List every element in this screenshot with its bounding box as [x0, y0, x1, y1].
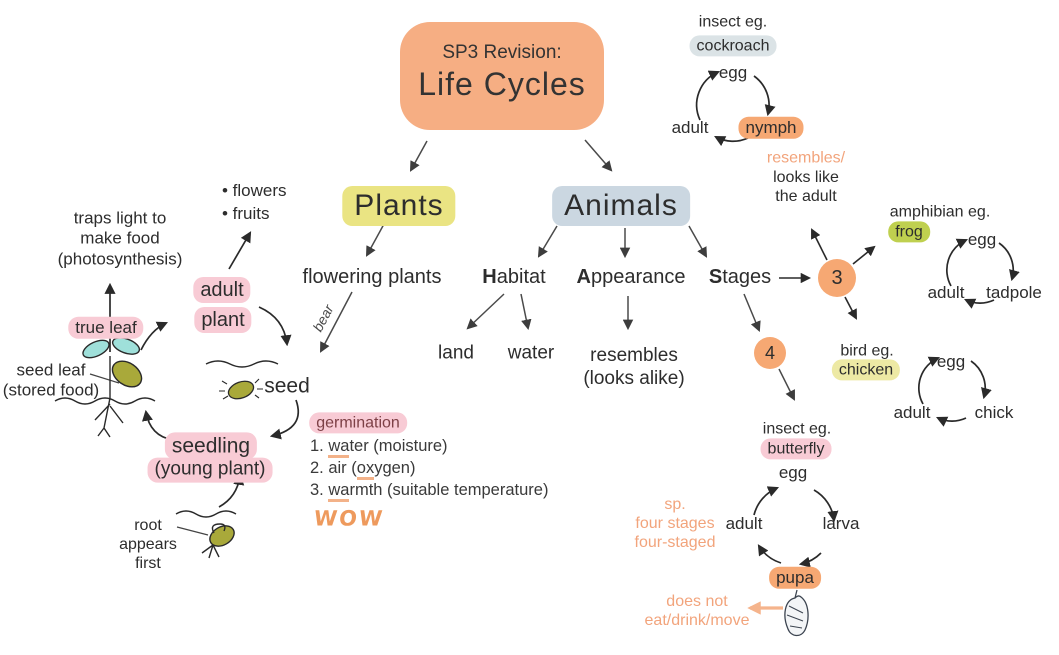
cockroach-nymph-label: nymph — [738, 116, 804, 140]
cockroach-caption: insect eg. — [698, 13, 768, 31]
nymph-note: looks like the adult — [773, 168, 839, 205]
nymph-note-highlight: resembles/ — [766, 149, 846, 167]
stages-initial: S — [708, 266, 723, 288]
title-box: SP3 Revision: Life Cycles — [400, 22, 604, 130]
chrysalis-drawing — [784, 589, 809, 637]
butterfly-pupa-label: pupa — [769, 566, 821, 590]
chicken-cycle-arrows — [918, 356, 992, 427]
frog-egg-label: egg — [967, 229, 997, 249]
flowers-fruits-bullets: • flowers • fruits — [222, 181, 287, 223]
habitat-rest: abitat — [496, 266, 546, 288]
frog-tadpole-label: tadpole — [986, 282, 1042, 302]
butterfly-egg-label: egg — [778, 462, 808, 482]
young-plant-label: (young plant) — [147, 457, 273, 483]
pupa-note: does not eat/drink/move — [644, 592, 750, 629]
germination-item-2-rest: ygen) — [374, 459, 416, 477]
stage-count-4-node: 4 — [754, 337, 786, 369]
germination-item-1-pre: 1. — [310, 437, 329, 455]
appearance-label: Appearance — [577, 265, 686, 289]
true-leaf-label: true leaf — [68, 316, 144, 340]
adult-plant-label-line2: plant — [194, 307, 252, 333]
resembles-label: resembles (looks alike) — [583, 345, 685, 389]
soil-lines — [54, 360, 279, 518]
butterfly-cycle-arrows — [753, 486, 839, 568]
chicken-caption: bird eg. — [840, 342, 894, 360]
germination-item-2-underlined: ox — [356, 459, 375, 480]
wow-annotation: WOW — [312, 506, 386, 531]
germination-item-3: 3. warmth (suitable temperature) — [310, 481, 549, 502]
seed-leaf-label: seed leaf (stored food) — [2, 360, 100, 400]
stages-rest: tages — [722, 266, 772, 288]
cockroach-species: cockroach — [689, 35, 777, 57]
frog-species: frog — [888, 221, 930, 243]
cockroach-egg-label: egg — [718, 62, 748, 82]
chicken-species: chicken — [831, 359, 901, 381]
germination-item-1: 1. water (moisture) — [310, 437, 448, 458]
seedling-label: seedling — [164, 432, 258, 460]
frog-adult-label: adult — [927, 282, 965, 302]
habitat-initial: H — [482, 266, 497, 288]
germination-item-3-rest: rmth (suitable temperature) — [349, 481, 549, 499]
germination-item-3-pre: 3. — [310, 481, 329, 499]
water-label: water — [507, 342, 555, 364]
stages-arrows — [779, 228, 876, 320]
germination-item-3-underlined: wa — [328, 481, 350, 502]
land-label: land — [438, 342, 474, 364]
chicken-chick-label: chick — [974, 402, 1014, 422]
four-stages-note: sp. four stages four-staged — [634, 496, 716, 552]
branch-arrows — [320, 139, 795, 401]
appearance-initial: A — [576, 266, 591, 288]
root-first-note: root appears first — [119, 517, 177, 573]
sprout-drawing — [201, 523, 235, 559]
stage-count-3-node: 3 — [818, 259, 856, 297]
butterfly-caption: insect eg. — [762, 420, 832, 438]
butterfly-species: butterfly — [760, 438, 832, 460]
germination-item-2-pre: 2. air ( — [310, 459, 357, 477]
seed-drawing — [219, 378, 263, 400]
seed-label: seed — [264, 374, 310, 398]
butterfly-larva-label: larva — [822, 513, 860, 533]
germination-title: germination — [309, 412, 407, 434]
flowering-plants-label: flowering plants — [302, 266, 442, 288]
cockroach-adult-label: adult — [671, 117, 709, 137]
seedling-drawing — [82, 337, 143, 438]
germination-item-1-underlined: wa — [328, 437, 350, 458]
frog-cycle-arrows — [946, 238, 1020, 309]
cockroach-cycle-arrows — [695, 70, 776, 147]
habitat-label: Habitat — [482, 265, 545, 289]
title-heading: Life Cycles — [418, 66, 586, 102]
butterfly-adult-label: adult — [725, 513, 763, 533]
germination-item-1-rest: ter (moisture) — [349, 437, 448, 455]
leader-lines — [89, 373, 209, 536]
appearance-rest: ppearance — [590, 266, 686, 288]
frog-caption: amphibian eg. — [889, 203, 991, 221]
adult-plant-label-line1: adult — [193, 277, 251, 303]
photosynthesis-note: traps light to make food (photosynthesis… — [57, 208, 183, 269]
chicken-egg-label: egg — [936, 351, 966, 371]
title-kicker: SP3 Revision: — [442, 42, 562, 63]
plants-branch-label: Plants — [342, 186, 456, 226]
animals-branch-label: Animals — [552, 186, 690, 226]
stages-label: Stages — [709, 265, 771, 289]
chicken-adult-label: adult — [893, 402, 931, 422]
germination-item-2: 2. air (oxygen) — [310, 459, 416, 480]
